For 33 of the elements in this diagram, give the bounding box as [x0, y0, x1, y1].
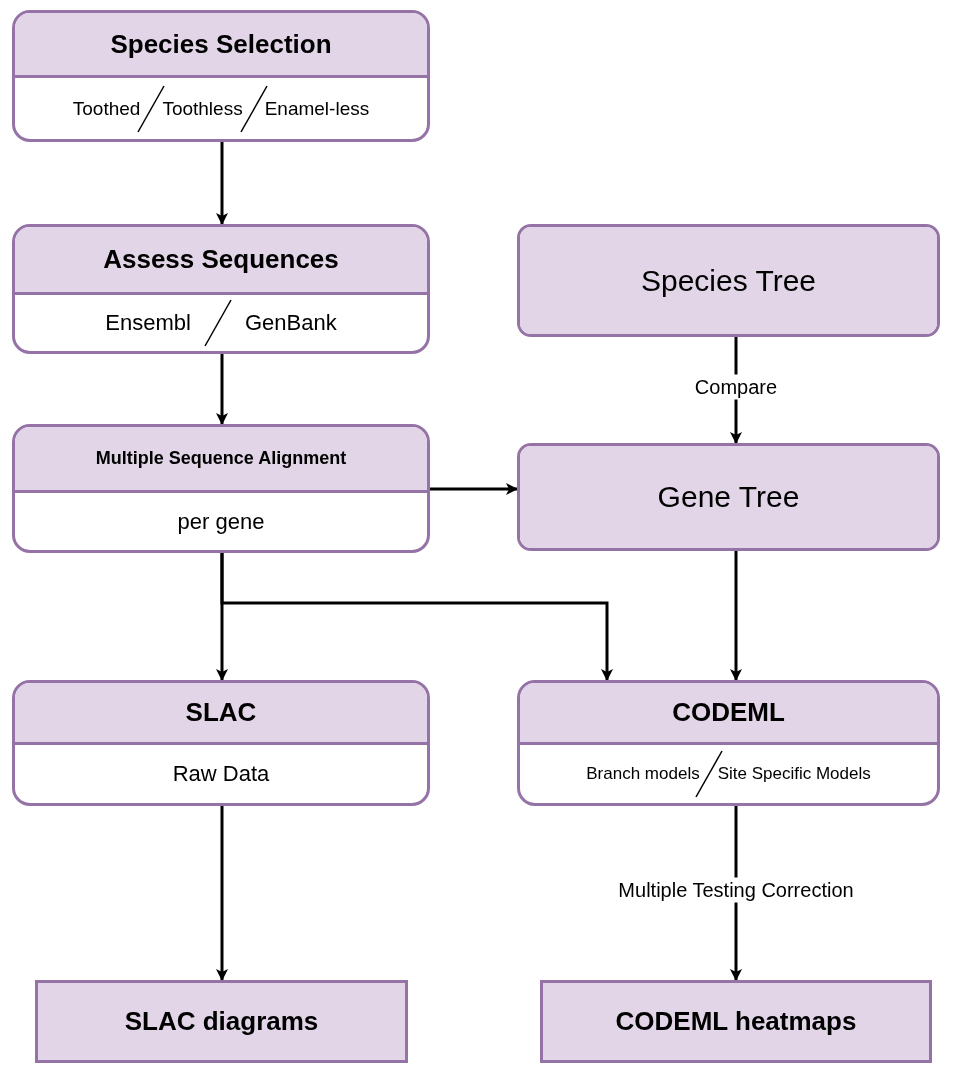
arrow [216, 354, 228, 425]
arrow [216, 806, 228, 981]
arrow [216, 142, 228, 225]
box-text: Ensembl [105, 310, 191, 336]
box-label: Species Tree [640, 263, 817, 298]
box-heading: CODEML [520, 683, 937, 745]
process-box [12, 680, 430, 806]
process-box [517, 443, 940, 551]
arrow [730, 551, 742, 681]
box-text: Branch models [586, 764, 700, 784]
box-text: Toothless [162, 97, 243, 120]
box-label: SLAC diagrams [124, 1006, 319, 1037]
arrow [430, 483, 518, 495]
box-text: GenBank [244, 310, 337, 336]
box-text: per gene [177, 508, 265, 535]
box-text: Site Specific Models [717, 764, 871, 784]
process-box [12, 10, 430, 142]
process-box [12, 424, 430, 553]
process-box [35, 980, 408, 1063]
process-box [517, 224, 940, 337]
arrow [220, 553, 613, 681]
box-text: Toothed [72, 97, 141, 120]
box-label: Gene Tree [657, 480, 800, 514]
box-heading: Multiple Sequence Alignment [15, 427, 427, 493]
process-box [517, 680, 940, 806]
box-heading: SLAC [15, 683, 427, 745]
box-heading: Species Selection [15, 13, 427, 78]
process-box [12, 224, 430, 354]
box-text: Raw Data [172, 761, 270, 787]
box-heading: Assess Sequences [15, 227, 427, 295]
box-label: CODEML heatmaps [615, 1006, 857, 1037]
box-text: Enamel-less [264, 97, 370, 120]
process-box [540, 980, 932, 1063]
